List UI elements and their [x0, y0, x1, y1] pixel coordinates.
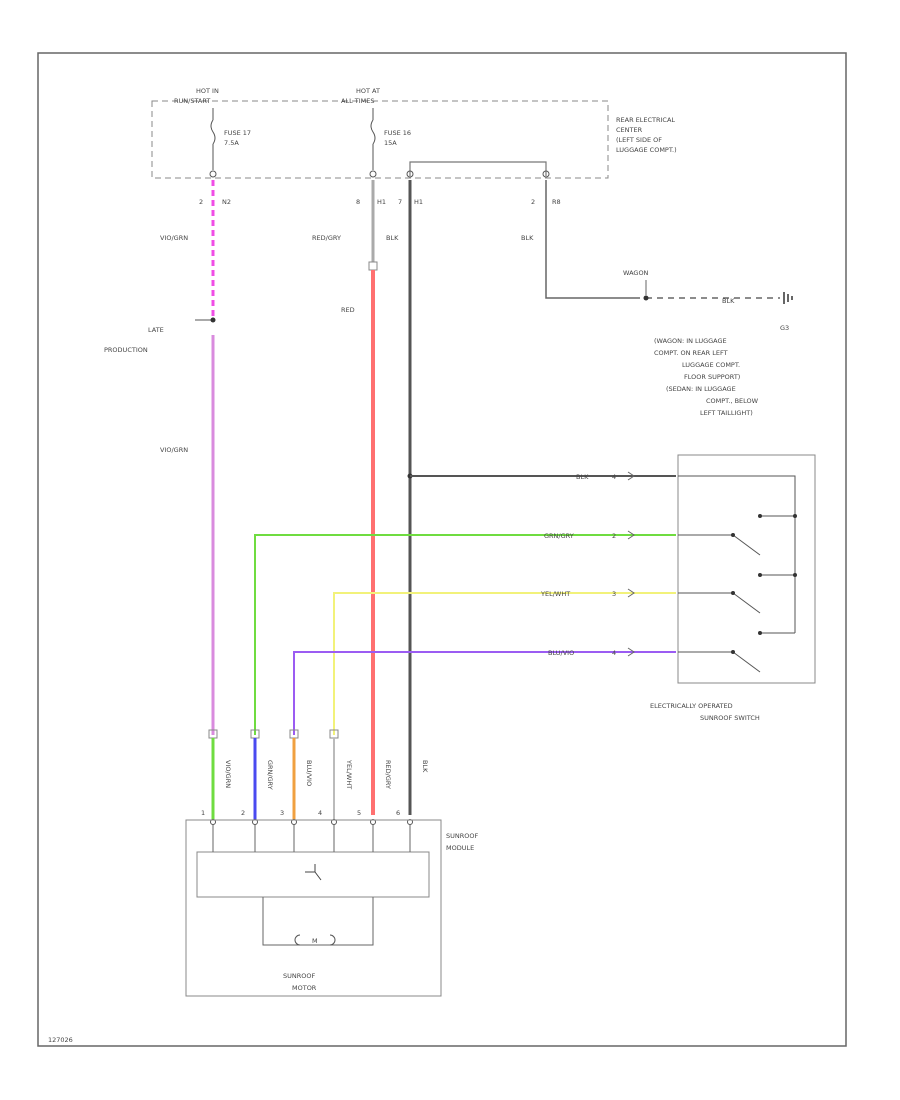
sunroof-switch-box [677, 454, 816, 684]
wire-label-red-gry: RED/GRY [312, 234, 341, 242]
wire-label-blk-top: BLK [386, 234, 399, 242]
hot-run-start-label-1: HOT IN [196, 87, 219, 95]
module-label-1: SUNROOF [446, 832, 478, 840]
switch-pin-blu-vio: 4 [612, 649, 616, 657]
module-wire-label-4: YEL/WHT [345, 759, 353, 789]
module-pin-1: 1 [201, 809, 205, 817]
connector-h1-id-b: H1 [414, 198, 423, 206]
wagon-label: WAGON [623, 269, 649, 277]
diagram-frame [37, 52, 847, 1047]
connector-n2-pin: 2 [199, 198, 203, 206]
connector-h1-terminal-8 [369, 170, 377, 178]
module-control-box [196, 851, 430, 898]
switch-contacts [731, 514, 797, 654]
rec-label-4: LUGGAGE COMPT.) [616, 146, 677, 154]
connector-n2-id: N2 [222, 198, 231, 206]
motor-label-2: MOTOR [292, 984, 317, 992]
ground-id: G3 [780, 324, 789, 332]
module-pin-4: 4 [318, 809, 322, 817]
fuse-17-icon [210, 119, 216, 145]
switch-wire-grn-gry: GRN/GRY [544, 532, 574, 540]
hot-all-times-label-1: HOT AT [356, 87, 380, 95]
sunroof-module-box [185, 819, 442, 997]
connector-h1-id-a: H1 [377, 198, 386, 206]
hot-run-start-label-2: RUN/START [174, 97, 210, 105]
module-wire-label-3: BLU/VIO [305, 760, 313, 786]
diagram-reference-number: 127026 [48, 1036, 73, 1044]
module-wire-label-2: GRN/GRY [266, 760, 274, 790]
switch-pin-yel-wht: 3 [612, 590, 616, 598]
fuse-16-icon [370, 119, 376, 145]
ground-desc-7: LEFT TAILLIGHT) [700, 409, 753, 417]
switch-internals [678, 475, 796, 673]
rec-label-3: (LEFT SIDE OF [616, 136, 662, 144]
splice-wagon [643, 295, 649, 301]
ground-desc-2: COMPT. ON REAR LEFT [654, 349, 728, 357]
switch-wire-yel-wht: YEL/WHT [540, 590, 570, 598]
motor-icon [294, 934, 336, 946]
rec-label-2: CENTER [616, 126, 643, 134]
wire-yel-wht [333, 592, 676, 735]
module-wire-label-6: BLK [421, 760, 429, 773]
inline-connector-red [368, 261, 378, 271]
switch-pin-grn-gry: 2 [612, 532, 616, 540]
wire-label-blk-ground: BLK [521, 234, 534, 242]
switch-label-2: SUNROOF SWITCH [700, 714, 760, 722]
motor-label-1: SUNROOF [283, 972, 315, 980]
ground-desc-3: LUGGAGE COMPT. [682, 361, 740, 369]
fuse-16-label: FUSE 16 [384, 129, 411, 137]
ground-wire-label: BLK [722, 297, 735, 305]
module-pin-2: 2 [241, 809, 245, 817]
ground-desc-4: FLOOR SUPPORT) [684, 373, 740, 381]
connector-h1-pin-8: 8 [356, 198, 360, 206]
switch-connector-markers [627, 471, 635, 657]
wire-label-vio-grn-top: VIO/GRN [160, 234, 188, 242]
late-production-label-2: PRODUCTION [104, 346, 148, 354]
ground-desc-6: COMPT., BELOW [706, 397, 759, 405]
module-pin-leads [212, 825, 411, 852]
module-pin-5: 5 [357, 809, 361, 817]
motor-loop [262, 897, 374, 946]
connector-h1-terminal-7 [406, 170, 414, 178]
connector-r8-terminal [542, 170, 550, 178]
rear-electrical-center-box [151, 100, 609, 179]
switch-pin-blk: 4 [612, 473, 616, 481]
ground-desc-5: (SEDAN: IN LUGGAGE [666, 385, 736, 393]
wire-blk-ground [545, 180, 640, 299]
module-wire-label-1: VIO/GRN [224, 760, 232, 788]
module-label-2: MODULE [446, 844, 474, 852]
switch-wire-blu-vio: BLU/VIO [548, 649, 574, 657]
rec-internal-bus [409, 161, 547, 176]
wire-label-red: RED [341, 306, 355, 314]
relay-switch-icon [305, 864, 322, 881]
switch-label-1: ELECTRICALLY OPERATED [650, 702, 733, 710]
late-production-label-1: LATE [148, 326, 164, 334]
module-wire-label-5: RED/GRY [384, 760, 392, 789]
fuse-16-rating: 15A [384, 139, 397, 147]
ground-desc-1: (WAGON: IN LUGGAGE [654, 337, 727, 345]
module-pin-6: 6 [396, 809, 400, 817]
wire-grn-gry [254, 534, 676, 735]
wire-blu-vio [293, 651, 676, 735]
module-pin-3: 3 [280, 809, 284, 817]
motor-symbol: M [312, 937, 318, 945]
switch-wire-blk: BLK [576, 473, 589, 481]
connector-h1-pin-7: 7 [398, 198, 402, 206]
splice-late-production [210, 317, 216, 323]
fuse-17-rating: 7.5A [224, 139, 239, 147]
ground-icon [783, 292, 793, 304]
module-connector-row [208, 729, 339, 739]
connector-r8-id: R8 [552, 198, 561, 206]
connector-n2-terminal [209, 170, 217, 178]
rec-label-1: REAR ELECTRICAL [616, 116, 675, 124]
connector-r8-pin: 2 [531, 198, 535, 206]
fuse-17-label: FUSE 17 [224, 129, 251, 137]
wire-label-vio-grn-mid: VIO/GRN [160, 446, 188, 454]
hot-all-times-label-2: ALL TIMES [341, 97, 374, 105]
